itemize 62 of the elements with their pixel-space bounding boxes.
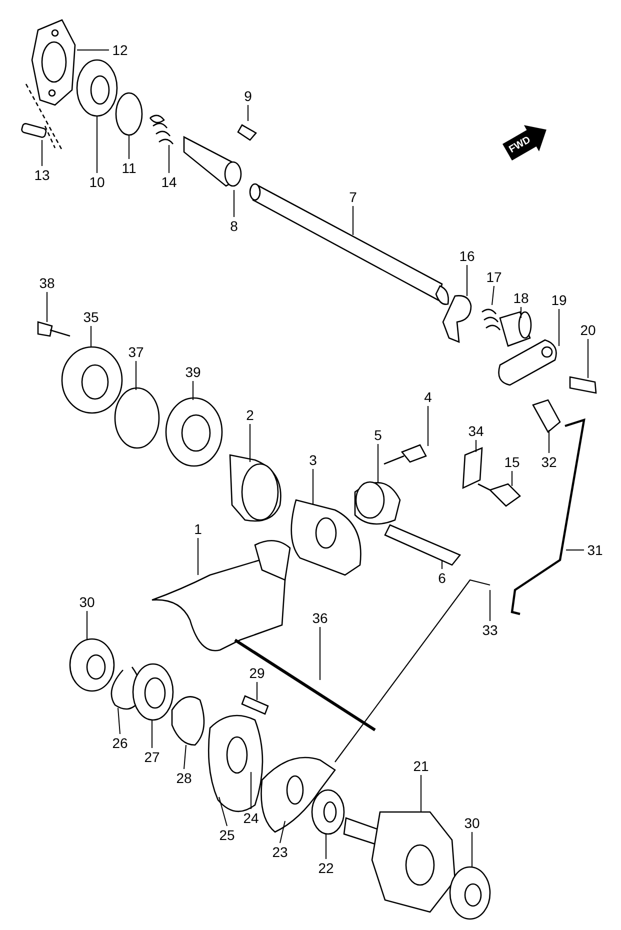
callout-number: 14 [161,174,177,190]
callout-number: 30 [464,815,480,831]
callout-number: 18 [513,290,529,306]
leader-line [420,774,422,812]
leader-line [218,796,228,826]
callout-number: 8 [230,218,238,234]
callout-number: 2 [246,407,254,423]
callout-number: 11 [122,160,136,176]
leader-line [548,430,550,454]
callout-number: 22 [318,860,334,876]
callout-number: 4 [424,389,432,405]
callout-number: 28 [176,770,192,786]
leader-line [492,286,494,306]
callout-number: 5 [374,427,382,443]
leader-line [96,116,98,174]
callout-number: 24 [243,810,259,826]
leader-line [168,144,170,174]
callout-number: 13 [34,167,50,183]
callout-number: 39 [185,364,201,380]
callout-number: 36 [312,610,328,626]
callout-number: 17 [486,269,502,285]
leader-line [312,468,314,506]
callout-number: 9 [244,88,252,104]
callout-number: 33 [482,622,498,638]
callout-number: 7 [349,189,357,205]
callout-number: 3 [309,452,317,468]
callout-number: 19 [551,292,567,308]
leader-line [118,708,120,734]
callout-number: 29 [249,665,265,681]
leader-line [558,308,560,346]
callout-number: 1 [194,521,202,537]
leader-line [128,134,130,160]
callout-number: 10 [89,174,105,190]
leader-line [86,610,88,640]
leader-line [352,206,354,236]
leader-line [280,820,286,844]
callout-number: 30 [79,594,95,610]
callout-number: 12 [112,42,128,58]
direction-label: FWD [507,134,533,156]
callout-number: 27 [144,749,160,765]
callout-number: 32 [541,454,557,470]
callout-number: 37 [128,344,144,360]
leader-line [466,264,468,296]
callout-number: 26 [112,735,128,751]
callout-number: 21 [413,758,429,774]
callout-number: 16 [459,248,475,264]
leader-line [90,326,92,348]
leader-line [192,380,194,400]
callout-number: 31 [587,542,603,558]
callout-number: 20 [580,322,596,338]
leader-line [256,682,258,700]
callout-number: 35 [83,309,99,325]
callout-number: 34 [468,423,484,439]
leader-line [250,772,252,810]
callout-number: 38 [39,275,55,291]
callout-number: 15 [504,454,520,470]
leader-line [184,744,186,770]
callout-number: 6 [438,570,446,586]
leader-line [520,306,522,318]
callout-number: 23 [272,844,288,860]
leader-line [46,292,48,322]
callout-number: 25 [219,827,235,843]
